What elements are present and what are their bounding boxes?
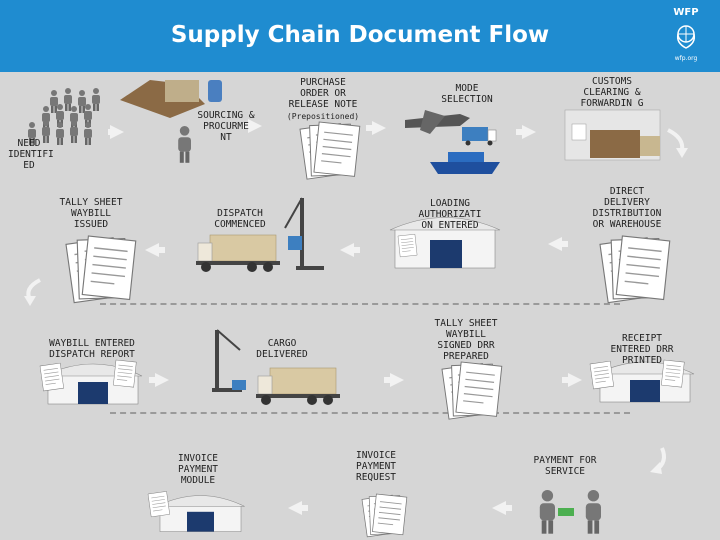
purchase-order-docs-icon	[300, 122, 360, 179]
handshake-payment-icon	[539, 490, 601, 534]
people-crowd-icon	[28, 88, 100, 145]
label-purchase-order: PURCHASE ORDER or RELEASE NOTE	[288, 77, 358, 110]
transport-modes-icon	[405, 110, 500, 174]
label-receipt-entered: RECEIPT ENTERED DRR PRINTED	[610, 333, 674, 366]
label-tally-sheet-issued: TALLY SHEET WAYBILL ISSUED	[59, 197, 123, 230]
dispatch-report-warehouse-icon	[39, 359, 143, 405]
label-loading-authorization: LOADING AUTHORIZATI ON ENTERED	[418, 198, 482, 231]
payment-request-docs-icon	[362, 494, 407, 537]
direct-delivery-docs-icon	[600, 236, 670, 303]
flow-arrows	[24, 119, 688, 515]
label-sourcing: SOURCING & PROCURME NT	[197, 110, 255, 143]
label-need-identified: NEED IDENTIFI ED	[8, 138, 54, 171]
logo-name: WFP	[673, 7, 699, 18]
page-title: Supply Chain Document Flow	[170, 22, 550, 48]
customs-cargo-icon	[564, 109, 661, 161]
label-direct-delivery: DIRECT DELIVERY DISTRIBUTION or WAREHOUS…	[592, 186, 662, 230]
label-cargo-delivered: CARGO DELIVERED	[256, 338, 308, 360]
title-bar	[0, 0, 720, 72]
signed-docs-icon	[442, 362, 502, 419]
supplies-pile-icon	[120, 80, 222, 163]
logo-url: wfp.org	[674, 55, 698, 62]
cargo-delivered-truck-icon	[212, 329, 341, 406]
tally-sheet-docs-icon	[66, 236, 136, 303]
label-invoice-payment-module: INVOICE PAYMENT MODULE	[177, 453, 219, 486]
label-invoice-payment-request: INVOICE PAYMENT REQUEST	[355, 450, 397, 483]
row-separator-1	[100, 303, 620, 305]
label-customs: CUSTOMS CLEARING & FORWARDIN G	[580, 76, 644, 109]
label-dispatch-commenced: DISPATCH COMMENCED	[214, 208, 266, 230]
label-prepositioned: (Prepositioned)	[286, 112, 360, 121]
wfp-logo: WFP wfp.org	[658, 5, 714, 67]
wfp-emblem-icon	[676, 25, 696, 49]
label-waybill-entered: WAYBILL ENTERED DISPATCH REPORT	[49, 338, 135, 360]
invoice-warehouse-icon	[147, 491, 246, 533]
label-payment-for-service: PAYMENT FOR SERVICE	[533, 455, 597, 477]
loading-warehouse-icon	[389, 217, 501, 269]
row-separator-2	[110, 412, 630, 414]
label-tally-sheet-signed: TALLY SHEET WAYBILL SIGNED DRR PREPARED	[434, 318, 498, 362]
dispatch-truck-icon	[195, 197, 324, 273]
label-mode-selection: MODE SELECTION	[441, 83, 493, 105]
receipt-warehouse-icon	[589, 359, 695, 403]
